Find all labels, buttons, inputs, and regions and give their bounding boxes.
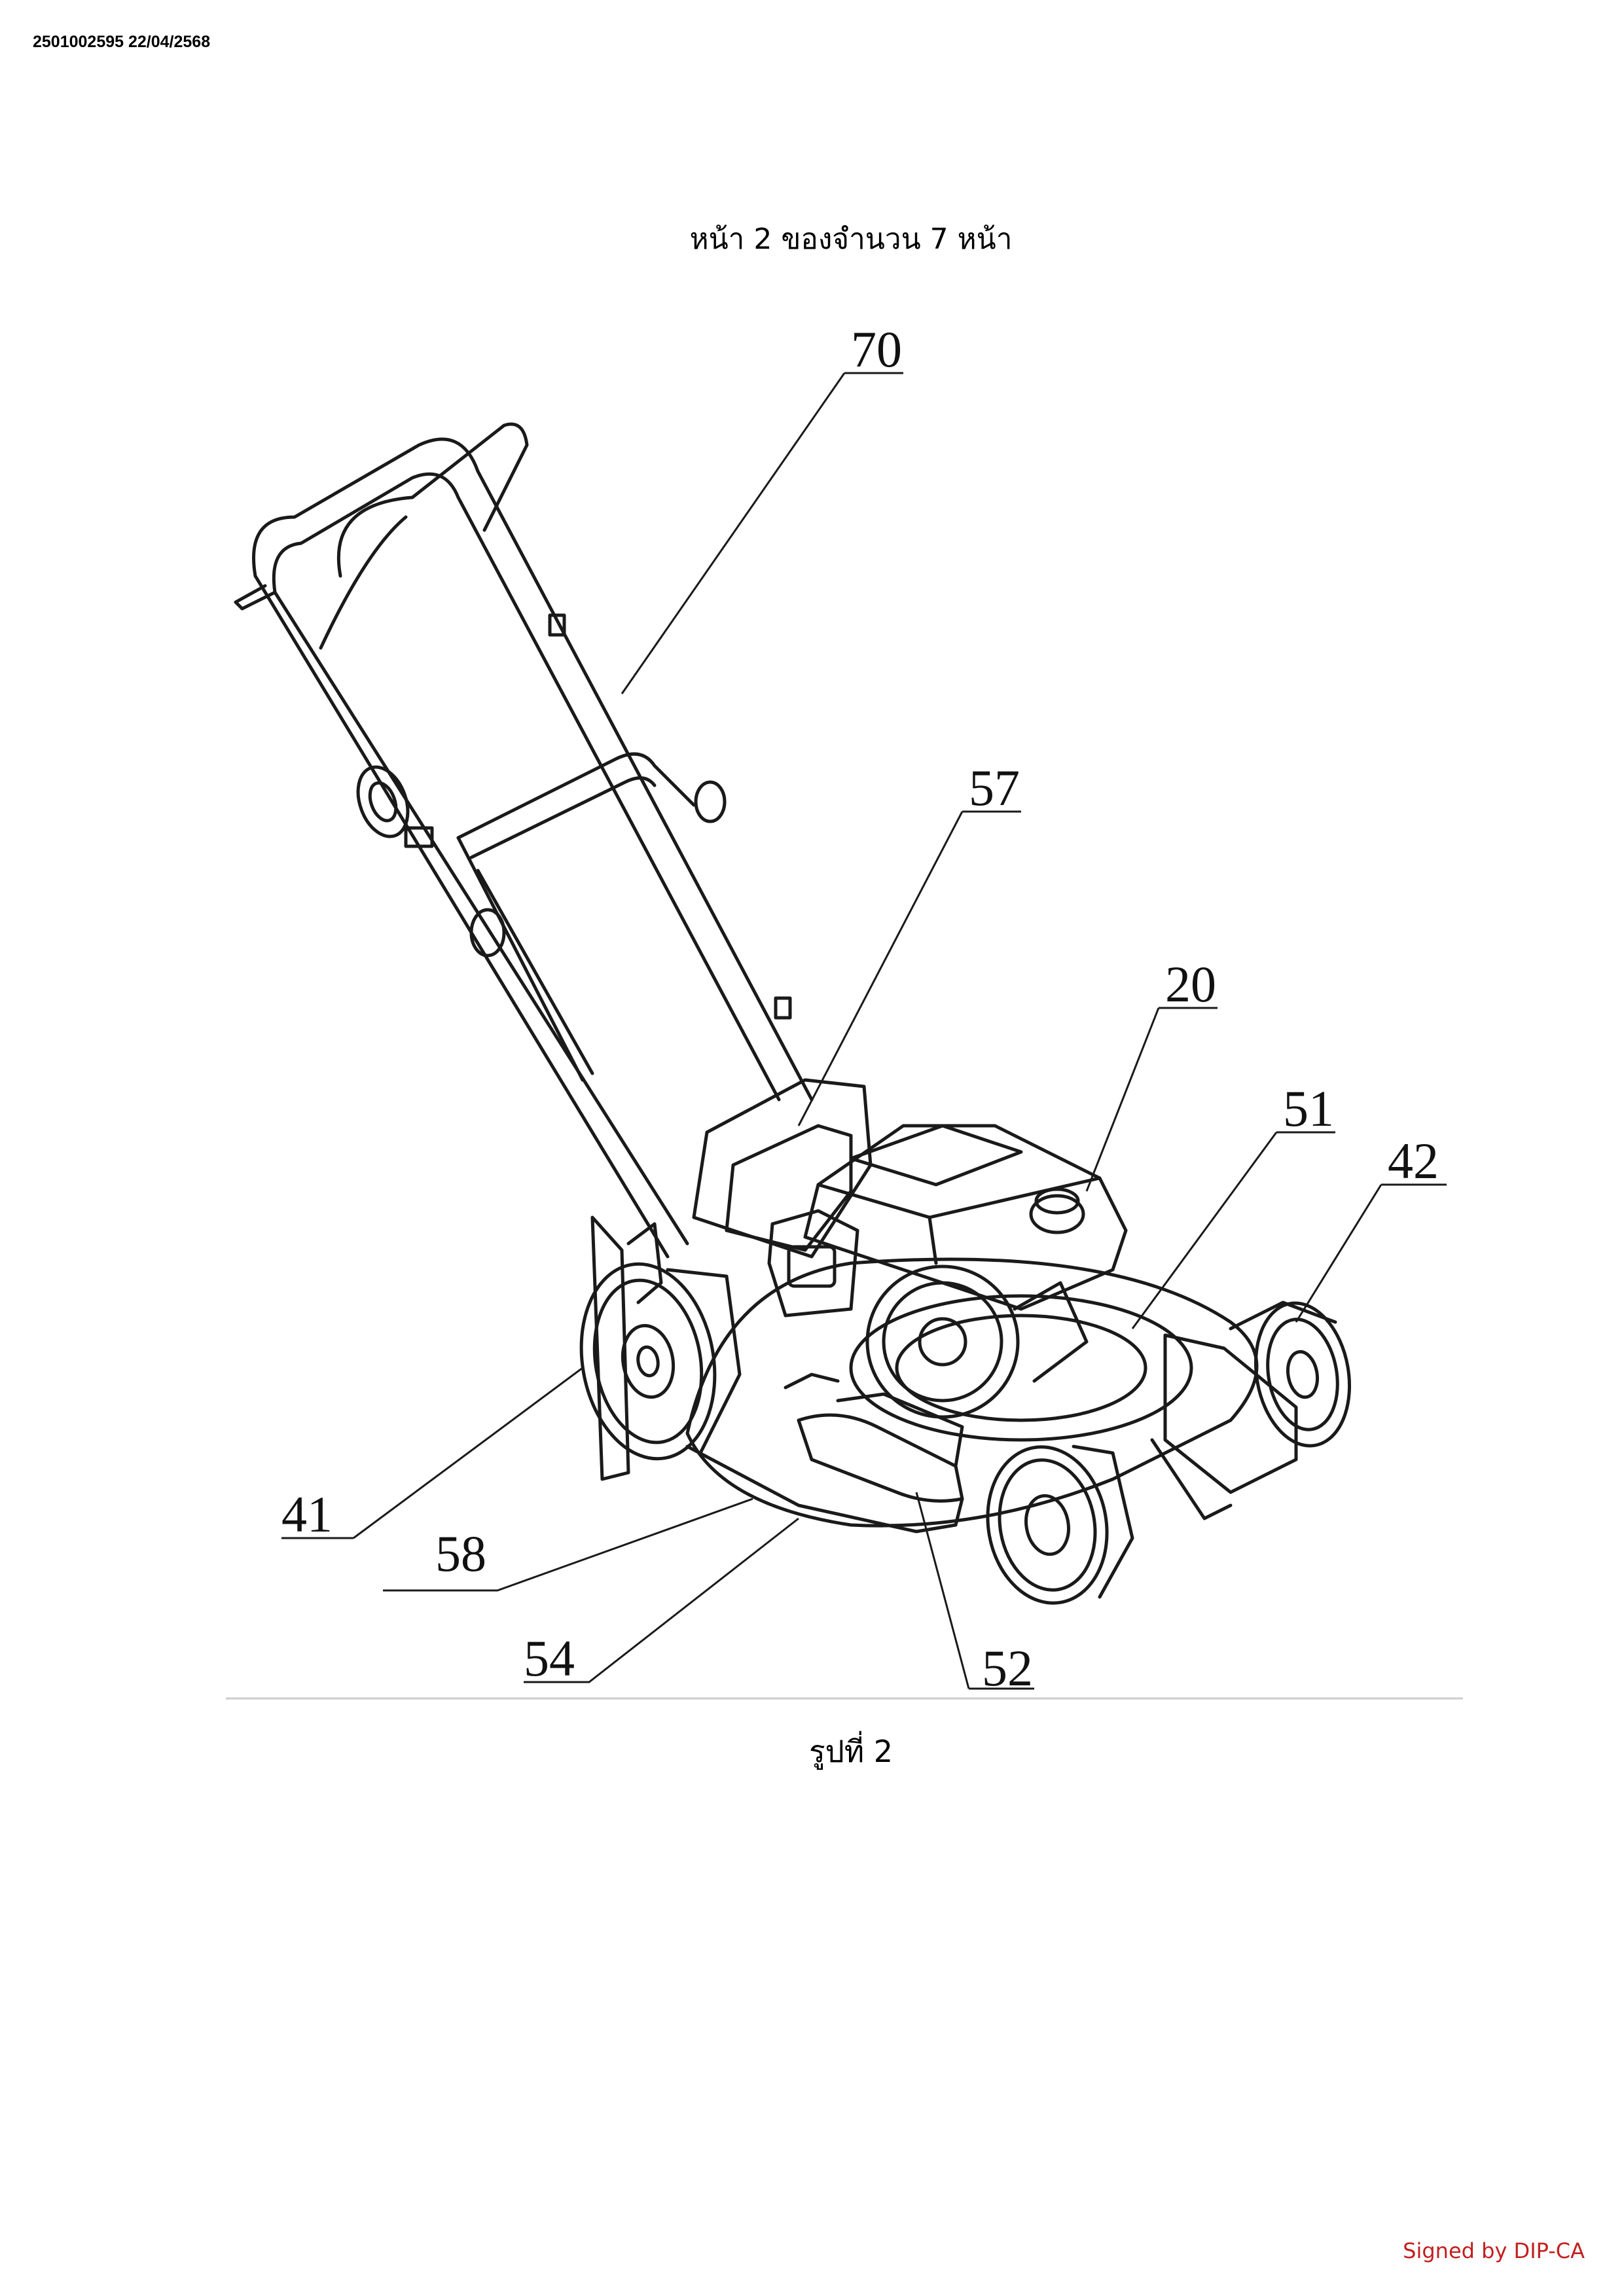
- front-left-wheel: [976, 1437, 1132, 1613]
- callout-52: 52: [982, 1640, 1033, 1696]
- callout-57: 57: [969, 759, 1020, 816]
- figure-caption: รูปที่ 2: [0, 1728, 1624, 1776]
- callout-41: 41: [281, 1486, 333, 1543]
- callout-70: 70: [851, 321, 902, 378]
- handle-bar: [236, 424, 812, 1257]
- callout-42: 42: [1388, 1132, 1439, 1189]
- rear-left-wheel: [566, 1253, 740, 1469]
- signature-stamp: Signed by DIP-CA: [1403, 2238, 1585, 2263]
- callout-54: 54: [524, 1630, 575, 1687]
- lower-handle: [458, 754, 694, 1080]
- callout-20: 20: [1165, 956, 1216, 1013]
- lawn-mower-drawing: 70 57 20 51 42 41 58 54 52: [0, 0, 1624, 1734]
- callout-51: 51: [1283, 1080, 1334, 1137]
- engine: [769, 1126, 1126, 1417]
- callout-58: 58: [435, 1525, 486, 1582]
